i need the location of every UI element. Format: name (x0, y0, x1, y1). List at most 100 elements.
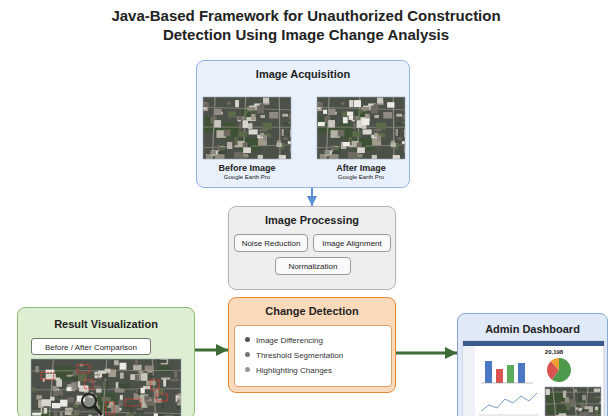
building (281, 143, 284, 149)
building (235, 100, 239, 107)
building (393, 155, 400, 159)
building (240, 157, 246, 159)
new-building (347, 112, 353, 116)
building (376, 122, 386, 129)
line-chart (481, 393, 537, 411)
road (31, 411, 181, 414)
building (244, 144, 251, 152)
building (130, 374, 139, 380)
building (89, 381, 96, 383)
building (594, 389, 600, 392)
new-building (52, 403, 60, 408)
building (138, 371, 143, 374)
building (211, 151, 215, 156)
bar (485, 361, 492, 383)
building (102, 374, 108, 379)
building (352, 119, 355, 121)
building (65, 408, 73, 411)
building (157, 360, 167, 363)
screen-sidebar (463, 346, 475, 416)
magnifier-lens (82, 394, 96, 408)
green-patch (219, 127, 238, 135)
building (181, 391, 182, 399)
green-patch (95, 396, 109, 412)
new-building (387, 102, 394, 108)
green-patch (579, 400, 587, 414)
building (328, 109, 335, 115)
green-patch (318, 117, 332, 133)
building (556, 415, 561, 416)
new-building (343, 142, 350, 146)
building (35, 366, 38, 372)
building (215, 112, 222, 115)
satellite-image (545, 387, 601, 416)
green-patch (547, 400, 569, 414)
building (332, 147, 340, 152)
building (36, 395, 41, 399)
change-marker (156, 394, 167, 401)
flow-arrow (311, 188, 313, 206)
step-box: Normalization (275, 257, 351, 275)
building (137, 408, 143, 412)
building (398, 137, 402, 140)
change-marker (84, 379, 93, 388)
building (177, 393, 181, 396)
building (325, 151, 330, 155)
building (147, 370, 152, 373)
new-building (77, 396, 85, 402)
building (118, 383, 124, 390)
new-building (141, 388, 145, 394)
green-patch (334, 128, 344, 139)
building (161, 404, 163, 408)
building (265, 133, 271, 138)
building (146, 381, 156, 385)
magnifier-icon (82, 394, 101, 414)
building (206, 154, 213, 159)
image-ground (203, 97, 291, 159)
building (558, 404, 565, 409)
building (329, 154, 339, 159)
building (136, 388, 141, 391)
building (238, 119, 241, 121)
building (145, 366, 154, 372)
flow-arrow (396, 352, 457, 355)
green-patch (101, 393, 116, 406)
building (239, 123, 241, 129)
building (289, 115, 291, 119)
chart-axis (479, 415, 539, 416)
building (247, 107, 255, 110)
building (254, 103, 261, 108)
satellite-image (317, 97, 405, 159)
road (553, 387, 557, 416)
building (177, 400, 179, 403)
image-frame (31, 359, 181, 416)
building (393, 158, 398, 159)
building (374, 133, 378, 137)
road (212, 97, 215, 159)
building (249, 106, 257, 111)
green-patch (547, 396, 565, 410)
road (326, 97, 329, 159)
building (71, 382, 76, 389)
building (398, 123, 405, 125)
building (584, 406, 593, 412)
green-patch (204, 117, 218, 133)
building (343, 113, 347, 117)
bar (496, 369, 503, 383)
image-frame (203, 97, 291, 159)
text-line: Change Detection (229, 304, 395, 319)
building (148, 375, 154, 377)
label-slot: 20,198 (537, 348, 571, 357)
building (145, 397, 153, 403)
building (259, 129, 267, 132)
building (238, 131, 247, 137)
road (317, 145, 405, 148)
building (334, 147, 338, 150)
building (135, 359, 138, 365)
building (259, 104, 264, 108)
road (102, 359, 106, 416)
building (284, 137, 288, 140)
building (238, 116, 242, 120)
building (249, 129, 258, 134)
new-building (120, 363, 127, 370)
